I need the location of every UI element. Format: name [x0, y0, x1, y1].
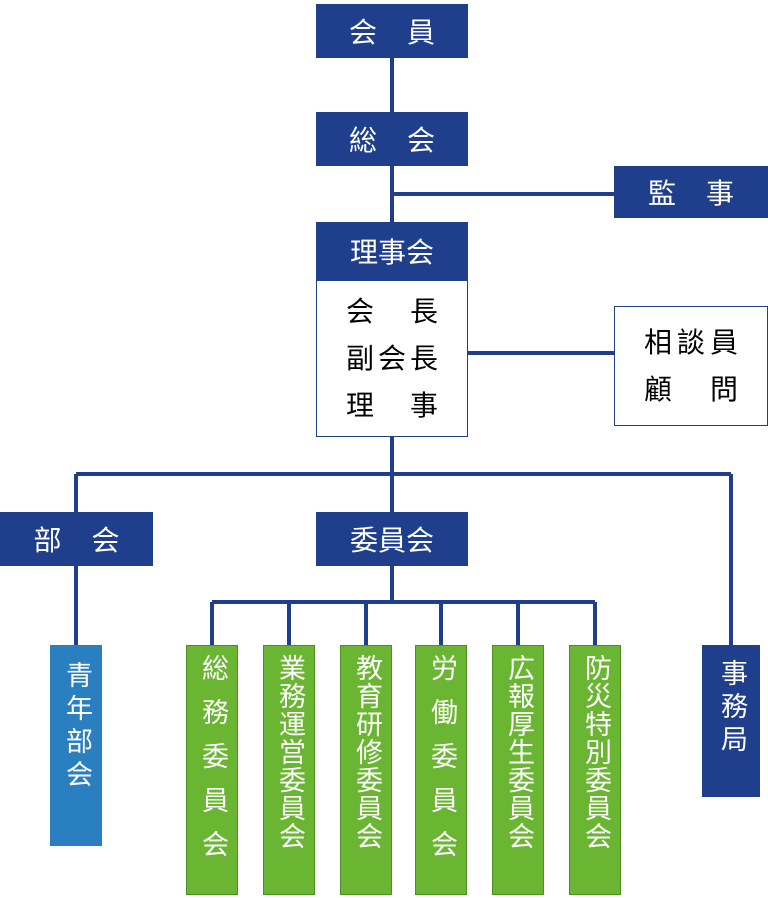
committee-label: 広報厚生委員会	[503, 654, 534, 850]
advisors-box: 相談員 顧問	[614, 306, 768, 426]
committee-operations: 業務運営委員会	[263, 645, 315, 895]
committee-label: 業務運営委員会	[274, 654, 305, 850]
youth-section-label: 青年部会	[61, 661, 92, 793]
committee-general-affairs: 総務委員会	[186, 645, 238, 895]
committee-label: 教育研修委員会	[351, 654, 382, 850]
board-role-chair: 会長	[346, 295, 438, 328]
committee-pr-welfare: 広報厚生委員会	[492, 645, 544, 895]
secretariat-node: 事務局	[702, 645, 760, 797]
secretariat-label: 事務局	[716, 659, 747, 758]
committee-education: 教育研修委員会	[340, 645, 392, 895]
section-assembly-node: 部会	[0, 512, 153, 566]
committee-labor: 労働委員会	[415, 645, 467, 895]
committee-label: 総務委員会	[197, 654, 228, 874]
board-node: 理事会	[316, 222, 468, 280]
members-node: 会員	[316, 4, 468, 58]
board-role-vice-chair: 副会長	[346, 342, 438, 375]
committees-node: 委員会	[316, 512, 468, 566]
advisor-consultant: 相談員	[644, 326, 738, 359]
youth-section-node: 青年部会	[50, 645, 102, 846]
auditor-node: 監事	[614, 166, 768, 218]
committee-disaster-prevention: 防災特別委員会	[569, 645, 621, 895]
general-assembly-node: 総会	[316, 112, 468, 166]
advisor-counselor: 顧問	[644, 373, 738, 406]
committee-label: 労働委員会	[426, 654, 457, 874]
board-role-director: 理事	[346, 389, 438, 422]
board-roles-box: 会長 副会長 理事	[316, 280, 468, 437]
committee-label: 防災特別委員会	[580, 654, 611, 850]
